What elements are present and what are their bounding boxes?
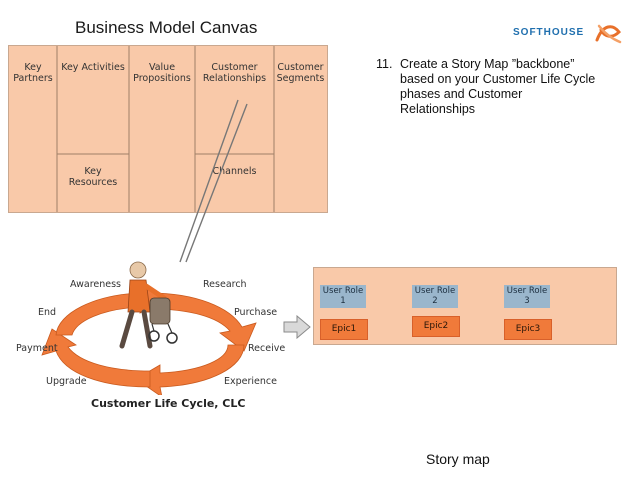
instruction-number: 11. bbox=[376, 57, 393, 71]
clc-phase-upgrade: Upgrade bbox=[46, 376, 87, 387]
business-model-canvas: Key Partners Key Activities Key Resource… bbox=[8, 45, 328, 213]
cell-customer-relationships: Customer Relationships bbox=[202, 62, 267, 84]
softhouse-knot-icon bbox=[595, 24, 622, 44]
canvas-grid-lines bbox=[56, 46, 275, 212]
epic-card: Epic2 bbox=[412, 316, 460, 337]
right-arrow-icon bbox=[283, 315, 311, 339]
clc-caption: Customer Life Cycle, CLC bbox=[91, 397, 246, 410]
clc-phase-experience: Experience bbox=[224, 376, 277, 387]
story-map-backbone: User Role 1 User Role 2 User Role 3 Epic… bbox=[313, 267, 617, 345]
clc-phase-receive: Receive bbox=[248, 343, 286, 354]
cell-value-propositions: Value Propositions bbox=[133, 62, 191, 84]
epic-card: Epic1 bbox=[320, 319, 368, 340]
slide-title: Business Model Canvas bbox=[75, 18, 258, 37]
clc-phase-payment: Payment bbox=[16, 343, 58, 354]
user-role-card: User Role 3 bbox=[504, 285, 550, 308]
epic-card: Epic3 bbox=[504, 319, 552, 340]
user-role-card: User Role 2 bbox=[412, 285, 458, 308]
cell-key-partners: Key Partners bbox=[13, 62, 53, 84]
cell-key-activities: Key Activities bbox=[61, 62, 125, 73]
cell-customer-segments: Customer Segments bbox=[276, 62, 325, 84]
person-with-stroller-icon bbox=[119, 261, 178, 349]
clc-phase-end: End bbox=[38, 307, 57, 318]
clc-cycle-diagram bbox=[41, 285, 257, 395]
user-role-card: User Role 1 bbox=[320, 285, 366, 308]
cell-key-resources: Key Resources bbox=[68, 166, 118, 188]
clc-phase-purchase: Purchase bbox=[234, 307, 278, 318]
clc-phase-research: Research bbox=[203, 279, 247, 290]
clc-phase-awareness: Awareness bbox=[70, 279, 122, 290]
cell-channels: Channels bbox=[212, 166, 257, 177]
logo-text: SOFTHOUSE bbox=[513, 27, 585, 38]
softhouse-logo: SOFTHOUSE bbox=[513, 20, 623, 46]
story-map-caption: Story map bbox=[426, 451, 490, 467]
instruction-body: Create a Story Map ”backbone” based on y… bbox=[400, 57, 596, 116]
